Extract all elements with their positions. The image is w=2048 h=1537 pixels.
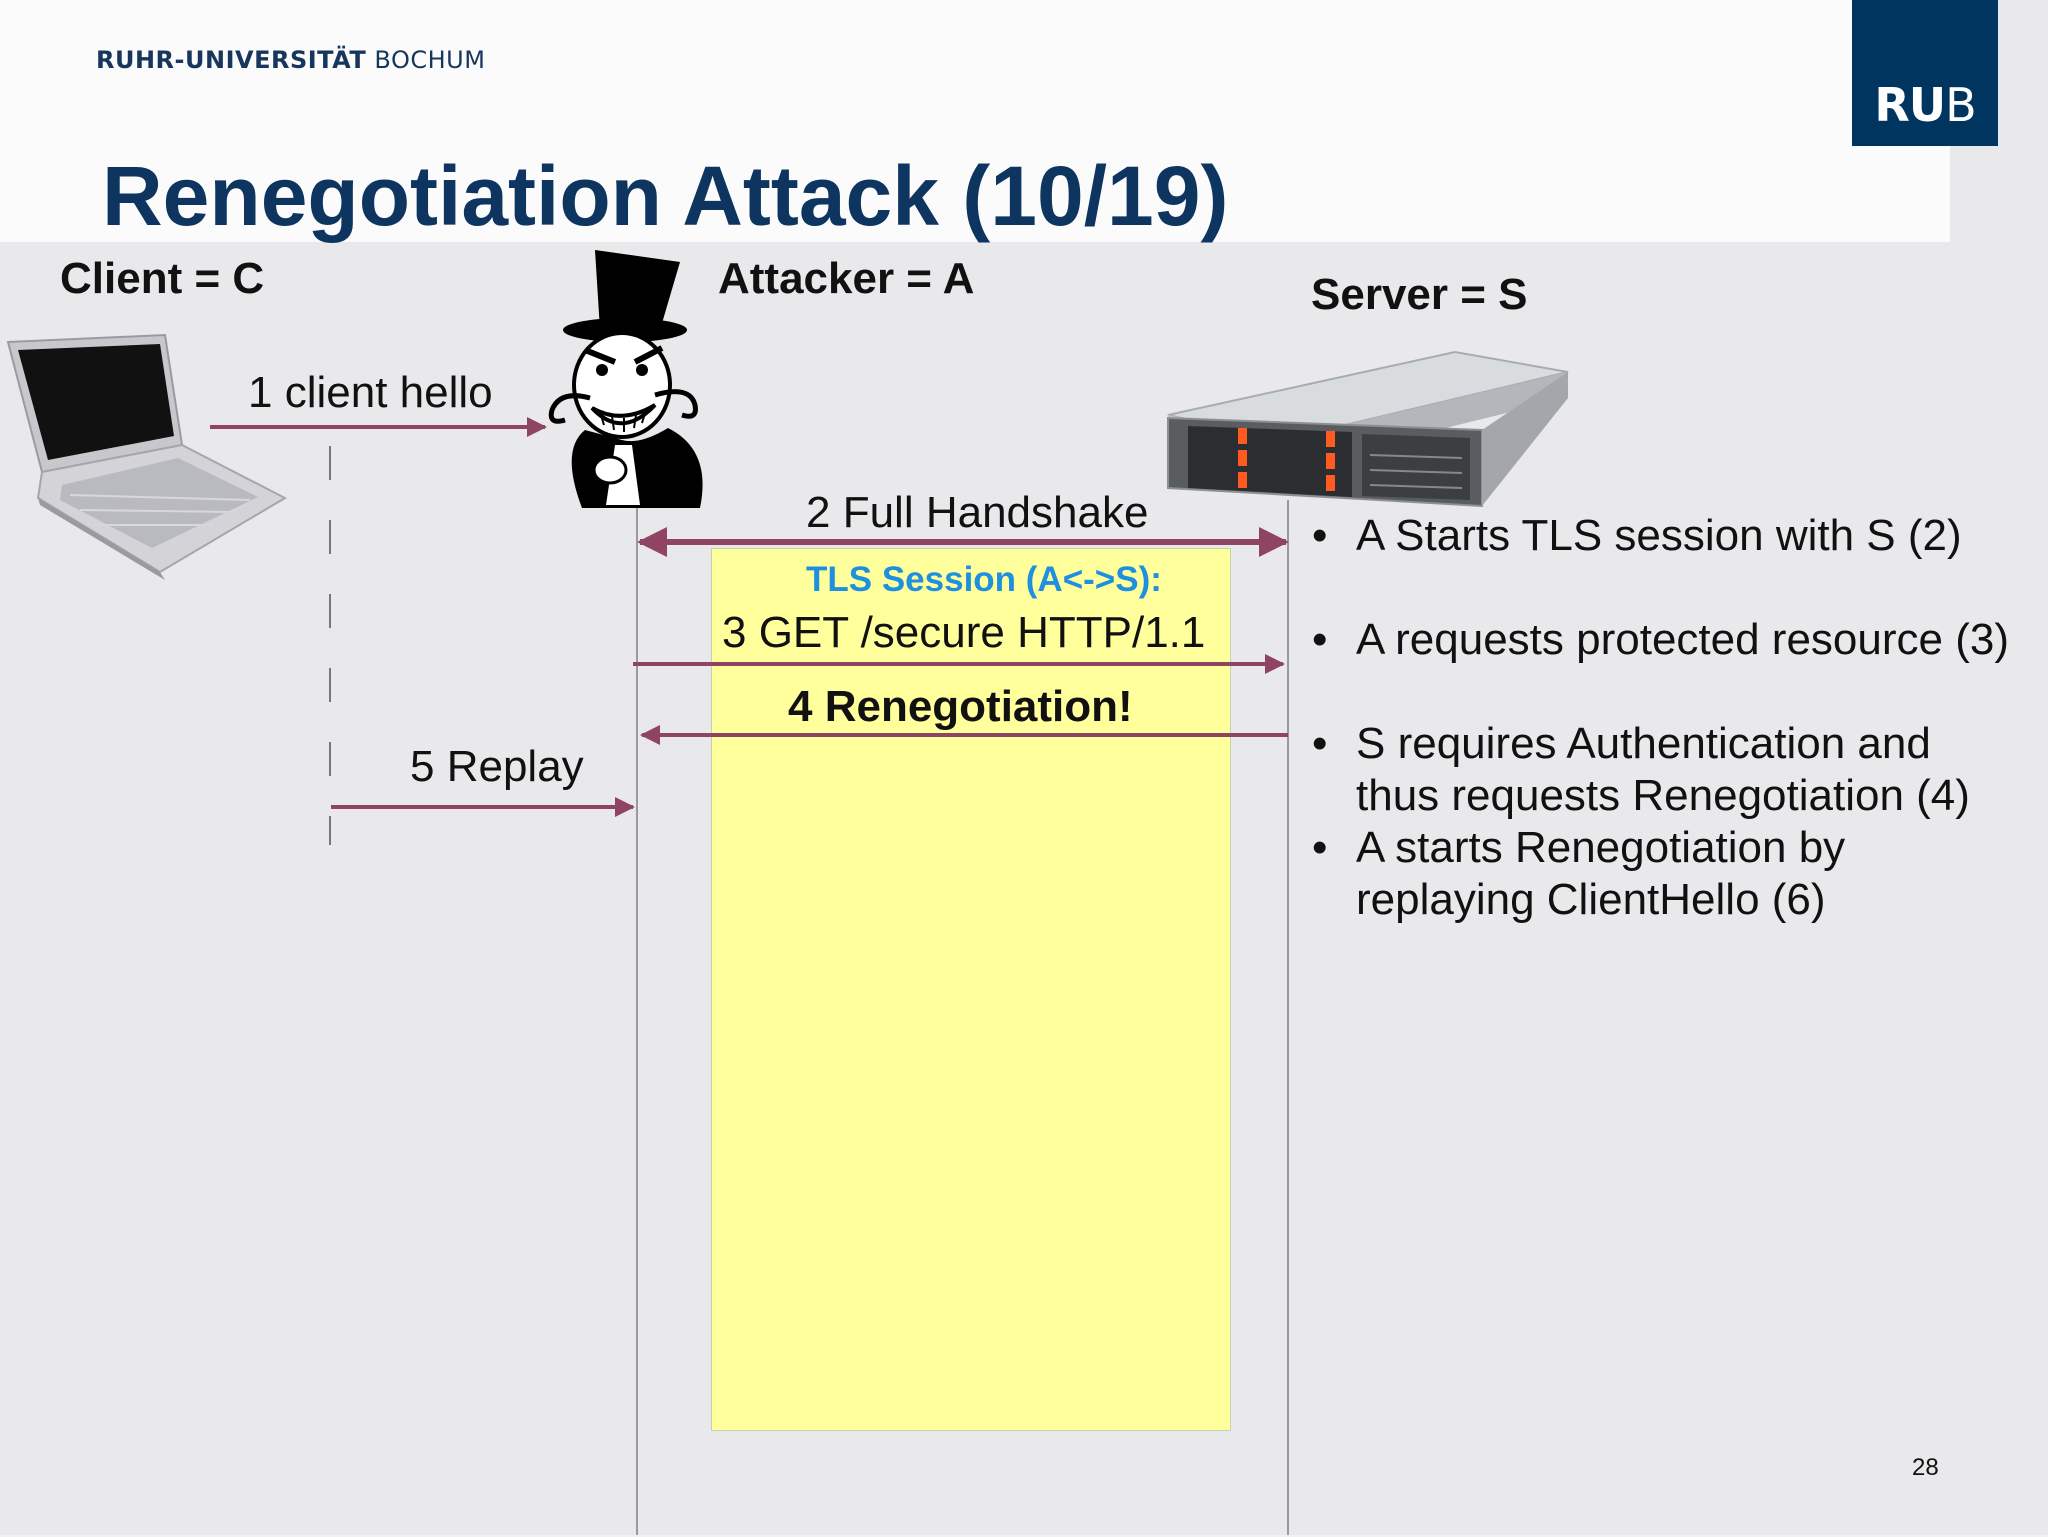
- university-name-bold: RUHR-UNIVERSITÄT: [96, 46, 367, 74]
- message-full-handshake: 2 Full Handshake: [806, 488, 1149, 537]
- client-label: Client = C: [60, 254, 265, 303]
- message-client-hello: 1 client hello: [248, 368, 493, 417]
- rub-logo: RUB: [1852, 0, 1998, 146]
- villain-icon: [548, 250, 703, 508]
- logo-bold: RU: [1874, 78, 1946, 132]
- tls-session-box: [711, 548, 1231, 1431]
- message-get-secure: 3 GET /secure HTTP/1.1: [722, 608, 1206, 657]
- slide-title: Renegotiation Attack (10/19): [102, 149, 1229, 243]
- header-band: [0, 0, 1950, 242]
- university-name-regular: BOCHUM: [374, 46, 486, 74]
- explanation-list: A Starts TLS session with S (2) A reques…: [1312, 510, 2048, 926]
- server-label: Server = S: [1311, 270, 1528, 319]
- laptop-icon: [6, 333, 288, 580]
- tls-session-title: TLS Session (A<->S):: [806, 560, 1162, 599]
- message-replay: 5 Replay: [410, 742, 584, 791]
- university-name: RUHR-UNIVERSITÄT BOCHUM: [96, 46, 485, 74]
- rack-server-icon: [1167, 350, 1569, 508]
- bullet-item: A Starts TLS session with S (2): [1312, 510, 2048, 562]
- message-renegotiation: 4 Renegotiation!: [788, 682, 1133, 731]
- bullet-item: A starts Renegotiation by replaying Clie…: [1312, 822, 1956, 926]
- bullet-item: S requires Authentication and thus reque…: [1312, 718, 2016, 822]
- page-number: 28: [1912, 1454, 1939, 1481]
- bullet-item: A requests protected resource (3): [1312, 614, 2048, 666]
- logo-regular: B: [1945, 78, 1977, 132]
- attacker-label: Attacker = A: [718, 254, 975, 303]
- bottom-strip: [0, 1535, 2048, 1537]
